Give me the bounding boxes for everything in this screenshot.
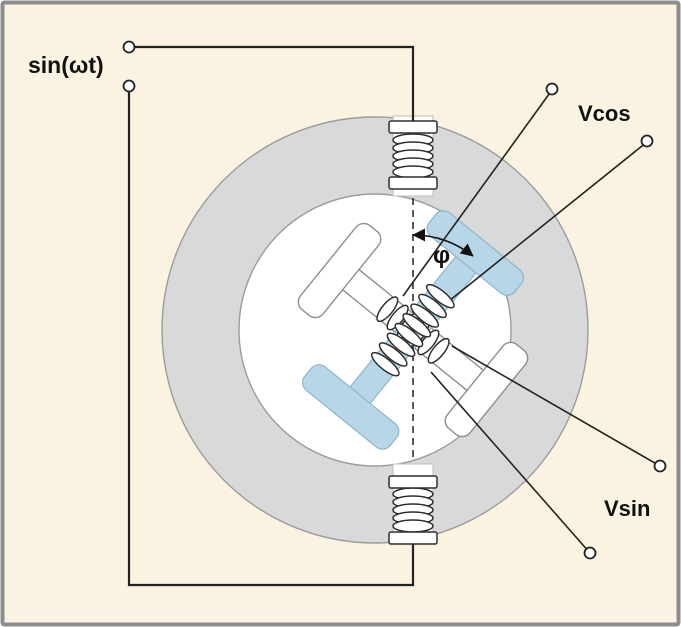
vcos-terminal-a	[545, 82, 559, 96]
vsin-terminal-b	[583, 546, 597, 560]
phase-angle-arc	[412, 228, 474, 257]
vcos-terminal-b	[640, 134, 654, 148]
cos-armature-flange-lower	[301, 364, 400, 450]
coil-turn	[378, 342, 408, 367]
excitation-terminal-a	[122, 40, 136, 54]
vcos-lead-2	[448, 141, 648, 302]
rotor-bore	[238, 193, 512, 467]
coil-turn	[386, 304, 409, 331]
vsin-lead-1	[451, 345, 661, 467]
coil-turn	[425, 283, 455, 309]
vsin-label: Vsin	[604, 496, 650, 521]
coil-turn	[410, 303, 440, 328]
excitation-label: sin(ωt)	[28, 52, 104, 78]
phase-angle-label: φ	[433, 242, 450, 269]
excitation-terminal-b	[122, 79, 136, 93]
stator-coil-top	[388, 120, 438, 190]
coil-turn	[417, 329, 440, 356]
coil-bobbin-flange	[388, 531, 438, 545]
rotor-coil-cos	[370, 283, 455, 377]
coil-turn	[392, 519, 434, 533]
coil-turn	[386, 332, 416, 358]
coil-turn	[427, 337, 450, 364]
vsin-terminal-a	[653, 459, 667, 473]
coil-bobbin-flange	[388, 120, 438, 134]
coil-turn	[376, 296, 399, 323]
excitation-wire-bottom	[127, 92, 415, 587]
coil-turn	[370, 351, 400, 377]
coil-turn	[418, 293, 447, 319]
sin-armature-flange-upper	[297, 222, 382, 319]
excitation-wire-top	[134, 45, 415, 121]
coil-turn	[402, 313, 432, 338]
coil-turn	[394, 322, 424, 348]
vcos-lead-1	[402, 89, 553, 297]
vcos-label: Vcos	[578, 101, 631, 126]
coil-bobbin-flange	[388, 475, 438, 489]
coil-turn	[392, 165, 434, 179]
sin-armature-flange-lower	[444, 341, 529, 438]
vsin-lead-2	[430, 371, 591, 554]
stator-coil-bottom	[388, 475, 438, 545]
coil-bobbin-flange	[388, 176, 438, 190]
